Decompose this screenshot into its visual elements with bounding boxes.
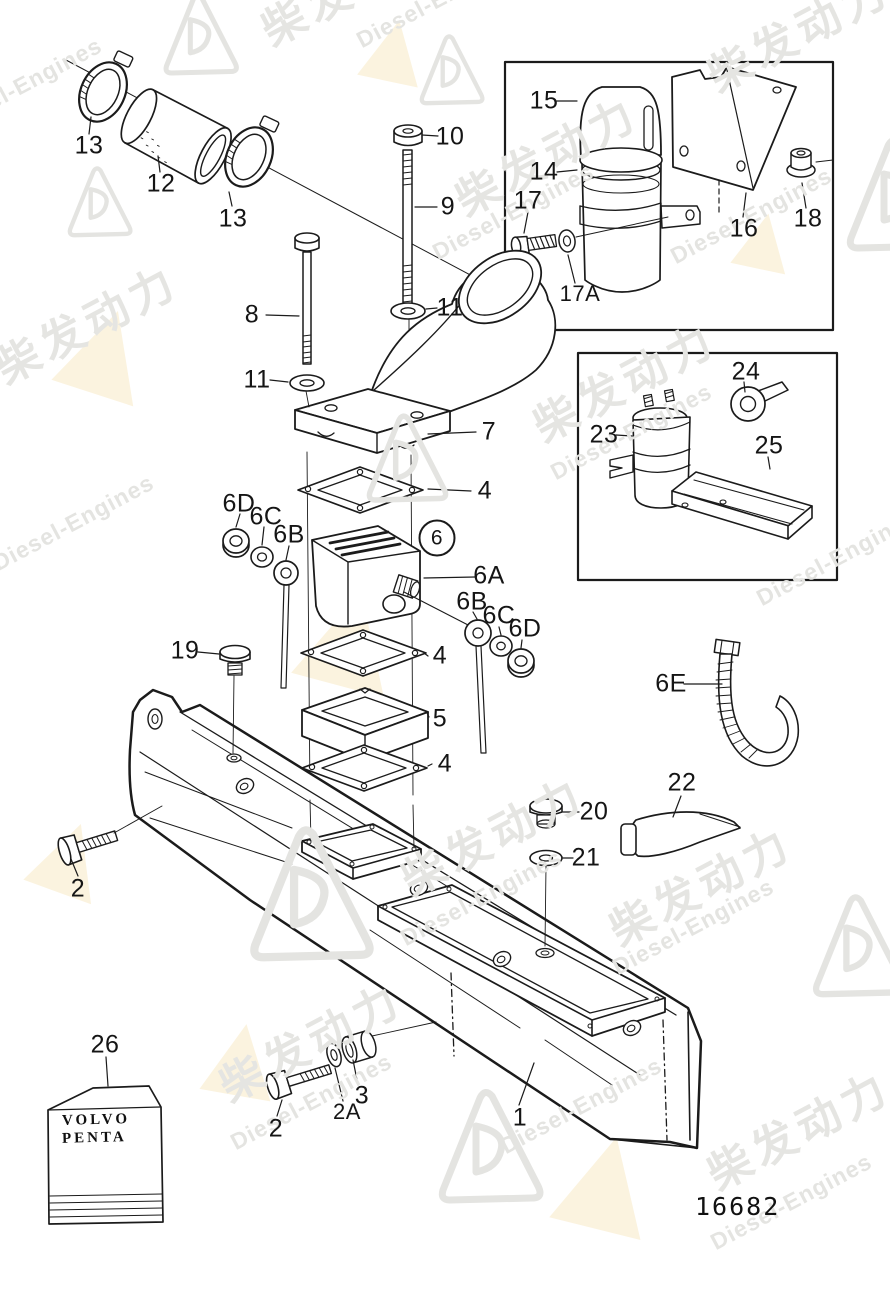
part-hook-bolt-6E: [713, 638, 800, 767]
clamp-strap: [660, 205, 701, 229]
part-exhaust-elbow-7: [294, 249, 557, 454]
part-riser-6A: [311, 525, 471, 628]
callout-17A: 17A: [559, 281, 601, 306]
inset-box-lower: [576, 351, 839, 582]
callout-9: 9: [440, 192, 456, 221]
callout-8: 8: [244, 300, 260, 329]
drawing-number: 16682: [695, 1192, 781, 1221]
part-spacer-3: [341, 1030, 377, 1064]
part-eye-stud-6B-left: [273, 560, 299, 689]
callout-6E: 6E: [655, 669, 687, 698]
part-hose-clamp-lower: [224, 115, 280, 188]
part-gasket-4-middle: [300, 629, 427, 677]
callout-22: 22: [667, 768, 697, 797]
callout-6B-right: 6B: [456, 587, 488, 616]
callout-2A: 2A: [333, 1099, 361, 1124]
part-bolt-2-bottom: [265, 1064, 333, 1100]
part-nut-18: [786, 147, 834, 178]
part-washer-6C-right: [489, 635, 513, 657]
part-sealant-tube-22: [620, 811, 741, 858]
part-eye-stud-6B-right: [464, 619, 492, 754]
part-hose: [120, 88, 232, 185]
part-package-26: [47, 1085, 164, 1225]
callout-17: 17: [513, 186, 543, 215]
callout-16: 16: [729, 214, 759, 243]
inset-box-upper: [503, 60, 835, 332]
callout-2-bottom: 2: [268, 1114, 284, 1143]
callout-6B-left: 6B: [273, 520, 305, 549]
callout-6D-left: 6D: [222, 489, 256, 518]
callout-18: 18: [793, 204, 823, 233]
callout-26: 26: [90, 1030, 120, 1059]
part-nut-6D-left: [222, 528, 250, 558]
callout-6C-left: 6C: [249, 502, 283, 531]
part-manifold-1: [128, 688, 703, 1150]
callout-6A: 6A: [473, 561, 505, 590]
callout-10: 10: [435, 122, 465, 151]
package-brand-line2: PENTA: [61, 1129, 127, 1147]
callout-6D-right: 6D: [508, 614, 542, 643]
callout-25: 25: [754, 431, 784, 460]
callout-5: 5: [432, 704, 448, 733]
callout-23: 23: [589, 420, 619, 449]
part-plug-20: [529, 798, 563, 829]
leader-lines: [70, 100, 807, 1117]
callout-14: 14: [529, 157, 559, 186]
callout-6C-right: 6C: [482, 601, 516, 630]
callout-4-top: 4: [477, 476, 493, 505]
callout-11-right: 11: [436, 293, 464, 322]
part-washer-6C-left: [250, 546, 274, 568]
part-washer-11-right: [390, 302, 426, 320]
callout-19: 19: [170, 636, 200, 665]
part-cap-15: [579, 86, 663, 173]
part-nut-10: [393, 124, 423, 147]
callout-3: 3: [354, 1081, 370, 1110]
package-brand-line1: VOLVO: [61, 1111, 131, 1129]
callout-12: 12: [146, 169, 176, 198]
callout-1: 1: [512, 1103, 528, 1132]
callout-7: 7: [481, 417, 497, 446]
part-bolt-2-left: [57, 830, 119, 866]
callout-4-bottom: 4: [437, 749, 453, 778]
callout-6-circled: 6: [418, 519, 456, 557]
callout-24: 24: [731, 357, 761, 386]
callout-15: 15: [529, 86, 559, 115]
part-hose-clamp-upper: [78, 50, 134, 123]
callout-13-upper: 13: [74, 131, 104, 160]
part-bracket-25: [671, 471, 813, 540]
part-bracket-16: [671, 66, 797, 191]
part-plug-19: [219, 644, 251, 676]
callout-2-left: 2: [70, 874, 86, 903]
callout-21: 21: [571, 843, 601, 872]
part-washer-21: [529, 849, 563, 867]
callout-13-lower: 13: [218, 204, 248, 233]
part-nut-6D-right: [507, 648, 535, 678]
part-washer-11-left: [289, 374, 325, 392]
callout-4-middle: 4: [432, 641, 448, 670]
part-ring-terminal-24: [730, 381, 789, 422]
callout-11-left: 11: [243, 365, 271, 394]
callout-20: 20: [579, 797, 609, 826]
part-washer-17A: [558, 229, 576, 253]
part-bolt-8: [294, 232, 320, 365]
part-canister-14: [579, 159, 720, 293]
part-solenoid-23: [609, 388, 691, 509]
part-stud-9: [402, 149, 413, 307]
part-washer-2A: [326, 1042, 342, 1068]
